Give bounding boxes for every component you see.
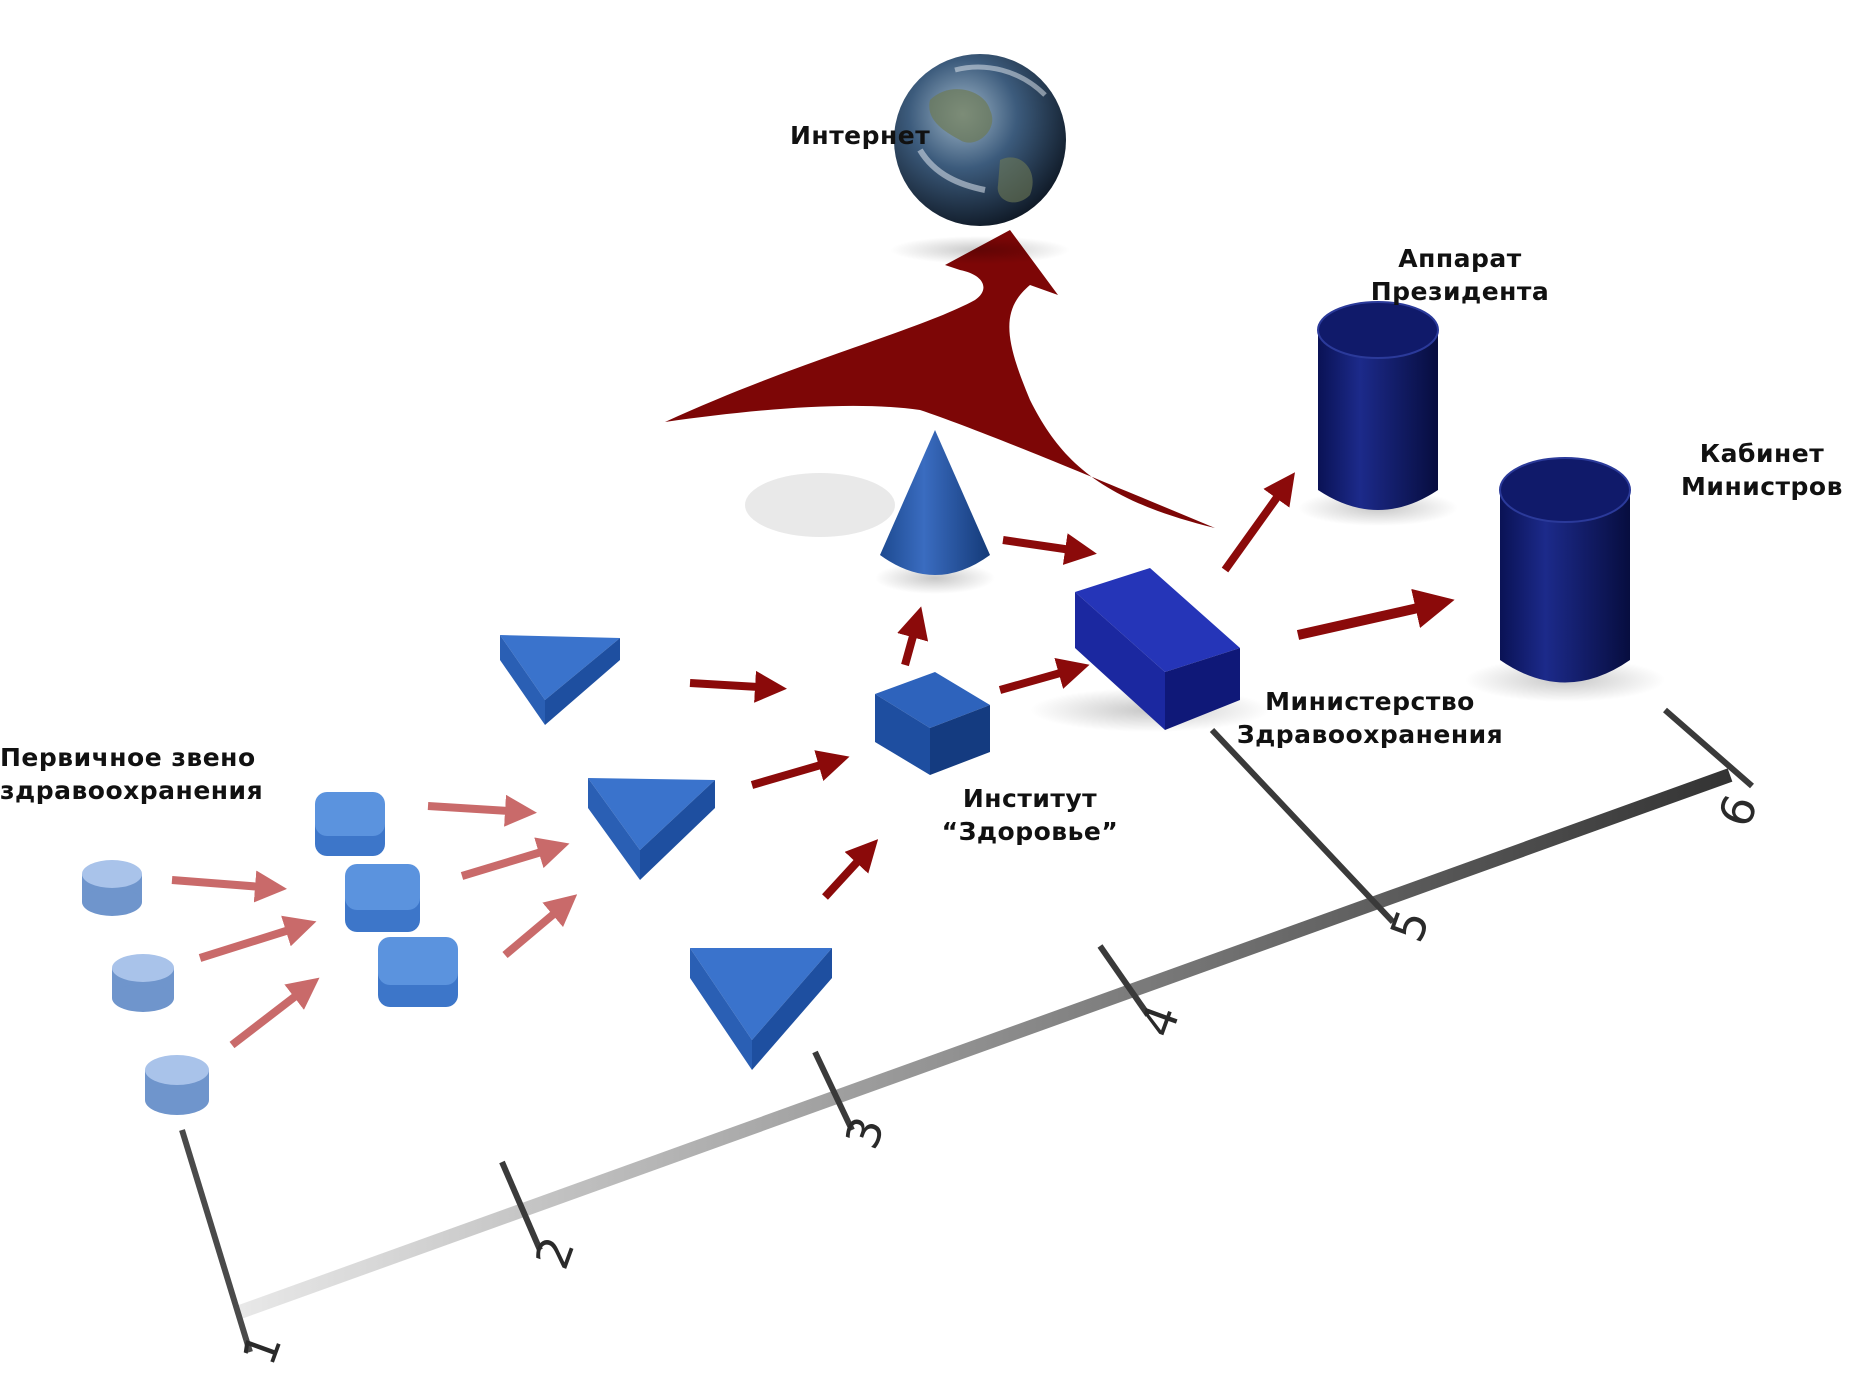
label-internet: Интернет bbox=[790, 121, 930, 150]
arrow bbox=[229, 977, 320, 1049]
axis-tick-label-6: 6 bbox=[1708, 788, 1769, 834]
label-institute-line1: Институт bbox=[963, 784, 1097, 813]
faded-cloud bbox=[745, 473, 895, 537]
prism-bottom bbox=[690, 948, 832, 1070]
arrow bbox=[822, 839, 879, 900]
axis-tick-label-4: 4 bbox=[1130, 998, 1191, 1044]
axis-tick-3 bbox=[812, 1050, 855, 1132]
cylinder-cabinet bbox=[1465, 457, 1665, 702]
arrow bbox=[460, 837, 570, 880]
arrow bbox=[750, 750, 850, 789]
cone-shape bbox=[875, 430, 995, 594]
label-president-line2: Президента bbox=[1371, 277, 1550, 306]
axis-tick-label-2: 2 bbox=[525, 1230, 586, 1276]
globe-icon bbox=[890, 54, 1070, 264]
arrow bbox=[198, 915, 317, 962]
arrow bbox=[171, 870, 287, 903]
small-cube-2 bbox=[345, 864, 420, 932]
label-primary-line1: Первичное звено bbox=[0, 743, 256, 772]
arrows-upper bbox=[689, 472, 1455, 900]
axis-tick-1 bbox=[179, 1129, 253, 1353]
label-ministry-line1: Министерство bbox=[1265, 687, 1475, 716]
label-cabinet-line2: Министров bbox=[1681, 472, 1843, 501]
prism-middle bbox=[588, 778, 715, 880]
primary-disc-2 bbox=[112, 954, 174, 1012]
label-president-line1: Аппарат bbox=[1398, 244, 1522, 273]
arrow bbox=[427, 794, 537, 827]
arrow bbox=[502, 894, 578, 959]
arrow bbox=[1296, 588, 1455, 640]
axis-tick-5 bbox=[1209, 727, 1396, 925]
axis-line bbox=[237, 768, 1733, 1319]
arrow bbox=[689, 670, 787, 703]
ministry-box bbox=[1030, 568, 1270, 732]
big-arrow-to-internet bbox=[665, 230, 1215, 528]
small-cube-1 bbox=[315, 792, 385, 856]
primary-disc-1 bbox=[82, 860, 142, 916]
small-cube-3 bbox=[378, 937, 458, 1007]
prism-top bbox=[500, 635, 620, 725]
arrows-primary bbox=[171, 794, 578, 1049]
arrow bbox=[897, 606, 929, 667]
axis-tick-label-1: 1 bbox=[232, 1326, 293, 1372]
axis-tick-2 bbox=[499, 1160, 543, 1252]
primary-disc-3 bbox=[145, 1055, 209, 1115]
axis-tick-label-5: 5 bbox=[1380, 903, 1441, 949]
label-ministry-line2: Здравоохранения bbox=[1237, 720, 1503, 749]
axis-tick-4 bbox=[1097, 944, 1151, 1017]
institute-cube bbox=[875, 672, 990, 775]
axis-tick-label-3: 3 bbox=[835, 1110, 896, 1156]
axis-tick-6 bbox=[1663, 707, 1754, 789]
label-primary-line2: здравоохранения bbox=[0, 776, 263, 805]
arrow bbox=[1221, 472, 1295, 573]
cylinder-president bbox=[1298, 301, 1458, 526]
arrow bbox=[1002, 533, 1097, 565]
arrow bbox=[998, 658, 1090, 694]
label-institute-line2: “Здоровье” bbox=[942, 817, 1119, 846]
label-cabinet-line1: Кабинет bbox=[1700, 439, 1825, 468]
